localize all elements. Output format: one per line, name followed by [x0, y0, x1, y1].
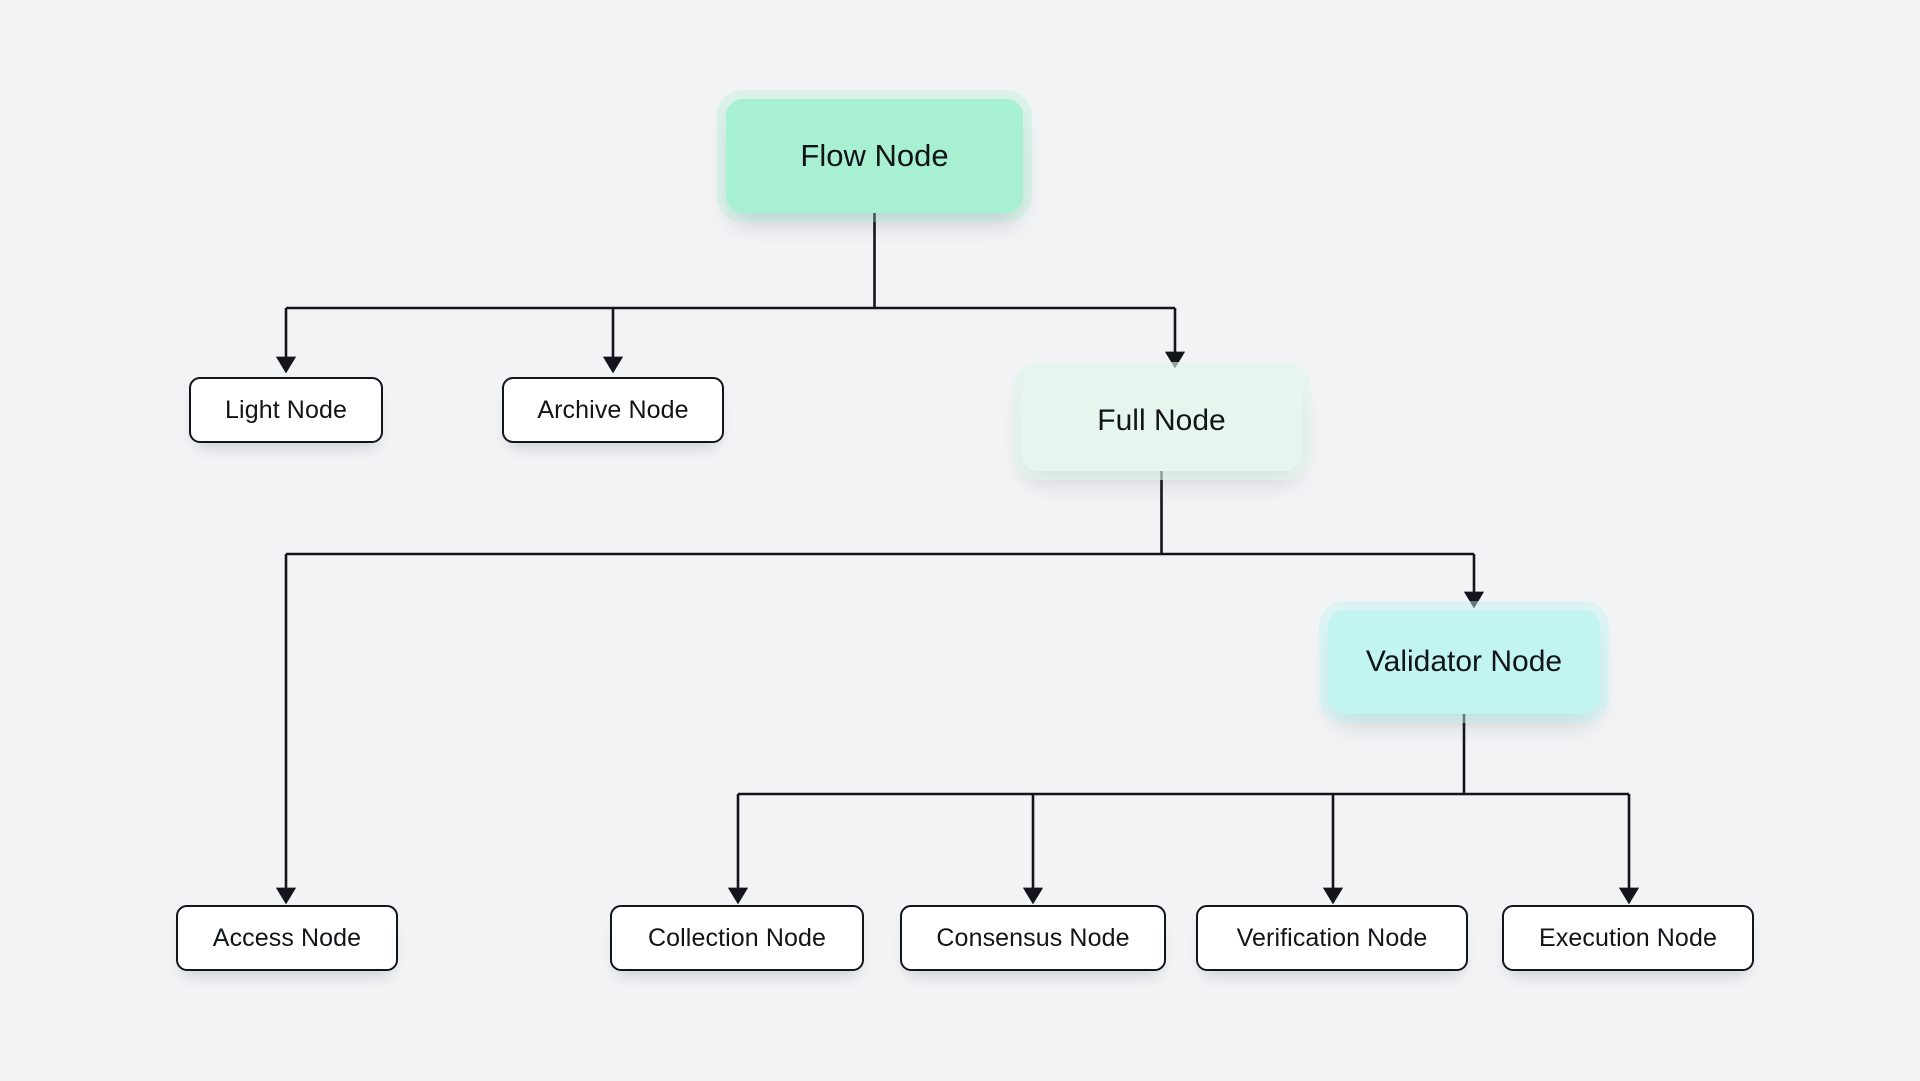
- node-archive-node[interactable]: Archive Node: [502, 377, 724, 443]
- node-label: Consensus Node: [936, 924, 1130, 952]
- node-validator-node[interactable]: Validator Node: [1328, 610, 1600, 714]
- node-consensus-node[interactable]: Consensus Node: [900, 905, 1166, 971]
- edge-flow-to-children: [275, 213, 1186, 374]
- edge-validator-to-children: [727, 714, 1640, 905]
- node-label: Collection Node: [648, 924, 826, 952]
- node-access-node[interactable]: Access Node: [176, 905, 398, 971]
- node-execution-node[interactable]: Execution Node: [1502, 905, 1754, 971]
- node-verification-node[interactable]: Verification Node: [1196, 905, 1468, 971]
- node-collection-node[interactable]: Collection Node: [610, 905, 864, 971]
- edge-full-to-children: [275, 471, 1485, 905]
- node-label: Flow Node: [800, 138, 949, 174]
- node-label: Archive Node: [537, 396, 689, 424]
- node-label: Full Node: [1097, 404, 1226, 437]
- node-label: Access Node: [212, 924, 362, 952]
- node-label: Execution Node: [1539, 924, 1717, 952]
- node-full-node[interactable]: Full Node: [1021, 371, 1302, 471]
- node-label: Validator Node: [1365, 645, 1563, 678]
- node-flow-node[interactable]: Flow Node: [726, 99, 1023, 213]
- node-label: Light Node: [225, 396, 347, 424]
- node-light-node[interactable]: Light Node: [189, 377, 383, 443]
- node-label: Verification Node: [1236, 924, 1428, 952]
